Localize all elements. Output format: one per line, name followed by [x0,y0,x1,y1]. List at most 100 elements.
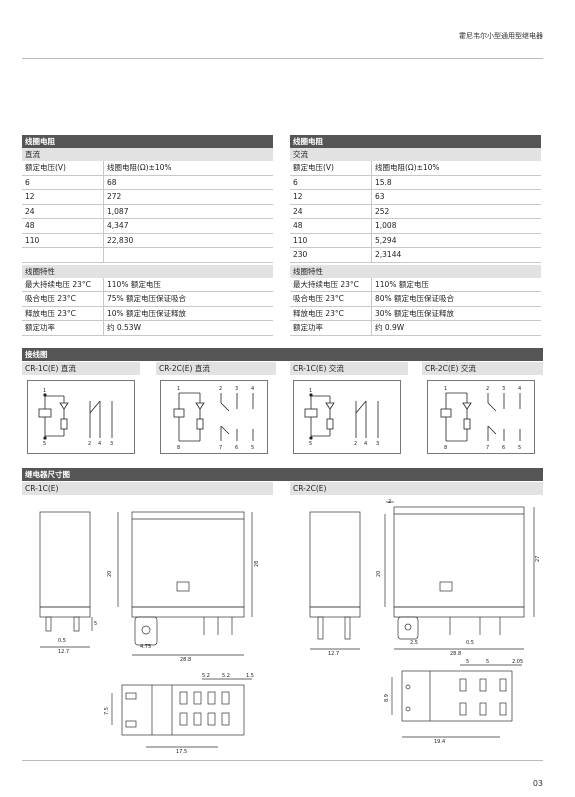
cell: 额定功率 [22,321,104,335]
cell: 110 [290,233,372,247]
dims-drawing-cr2c: 2 20 27 12.7 2.5 0.5 28.8 5 5 2.05 8.9 1… [309,499,541,745]
bottom-rule [22,760,543,761]
cell: 6 [22,175,104,189]
svg-text:7: 7 [486,445,489,451]
table-row: 额定功率约 0.53W [22,321,273,336]
svg-text:7: 7 [219,445,222,451]
cell: 272 [107,192,122,201]
cell: 110% 额定电压 [107,279,161,289]
cell: 24 [290,204,372,218]
dim-label: 7.5 [104,707,110,715]
cell: 6 [290,175,372,189]
cell: 48 [290,219,372,233]
dim-label: 5 [486,659,489,665]
svg-text:1: 1 [309,388,312,394]
cell: 230 [290,248,372,262]
dim-label: 28 [254,561,260,567]
cell: 68 [107,177,117,187]
cell: 12 [290,190,372,204]
dim-label: 12.7 [58,649,69,655]
dim-label: 8.9 [384,694,390,702]
ac-col2: 线圈电阻(Ω)±10% [375,163,440,172]
dim-label: 4.75 [140,644,151,650]
cell: 15.8 [375,177,392,187]
svg-text:1: 1 [444,386,447,392]
cell: 63 [375,192,385,201]
dim-label: 2.5 [410,640,418,646]
wiring-diagram-cr1c-dc: 1 5 2 4 3 [27,380,135,454]
page-number: 03 [532,779,543,788]
ac-header-row: 额定电压(V)线圈电阻(Ω)±10% [290,161,541,176]
svg-text:6: 6 [235,445,238,451]
dc-table-title: 线圈电阻 [22,135,273,148]
cell: 75% 额定电压保证吸合 [107,294,187,303]
dim-label: 28.8 [450,651,461,657]
cell: 吸合电压 23°C [22,292,104,306]
dim-label: 19.4 [434,739,445,745]
cell: 释放电压 23°C [22,306,104,320]
cell: 1,087 [107,206,129,216]
cell: 80% 额定电压保证吸合 [375,294,455,303]
cell: 48 [22,219,104,233]
svg-text:3: 3 [235,386,238,392]
svg-text:4: 4 [98,441,101,447]
cell: 约 0.53W [107,323,141,332]
svg-text:5: 5 [309,441,312,447]
wiring-svg: 1 5 2 4 3 [38,388,113,447]
dim-label: 5 [94,621,97,627]
top-rule [22,58,543,59]
cell: 最大持续电压 23°C [22,277,104,291]
wiring-label-3: CR-1C(E) 交流 [290,362,408,375]
cell: 2,3144 [375,250,402,259]
wiring-section-title: 接线图 [22,348,543,361]
dim-label: 5 [466,659,469,665]
dc-header-row: 额定电压(V)线圈电阻(Ω)±10% [22,161,273,176]
cell: 约 0.9W [375,323,405,332]
cell: 5,294 [375,235,397,245]
svg-text:6: 6 [502,445,505,451]
svg-text:2: 2 [219,386,222,392]
cell: 252 [375,206,390,216]
dim-label: 5.2 [222,673,230,679]
svg-text:5: 5 [251,445,254,451]
dc-table-subtitle: 直流 [22,148,273,161]
dim-label: 17.5 [176,749,187,755]
cell: 24 [22,204,104,218]
svg-text:8: 8 [177,445,180,451]
svg-text:8: 8 [444,445,447,451]
dims-drawing-cr1c: 20 28 12.7 0.5 5 4.75 28.8 5.2 5.2 1.5 7… [39,511,260,755]
ac-char-title: 线圈特性 [290,264,541,278]
svg-text:4: 4 [251,386,254,392]
svg-text:2: 2 [486,386,489,392]
cell: 110% 额定电压 [375,279,429,289]
svg-text:5: 5 [43,441,46,447]
dim-label: 1.5 [246,673,254,679]
svg-text:2: 2 [88,441,91,447]
cell: 22,830 [107,235,134,245]
cell: 额定功率 [290,321,372,335]
dim-label: 0.5 [466,640,474,646]
wiring-svg: 1 8 2 3 4 7 6 5 [440,386,521,451]
svg-text:3: 3 [110,441,113,447]
dim-label: 28.8 [180,657,191,663]
cell [104,248,273,262]
wiring-diagram-cr1c-ac: 1 5 2 4 3 [293,380,401,454]
dims-section-title: 继电器尺寸图 [22,468,543,481]
ac-col1: 额定电压(V) [290,161,372,175]
svg-text:1: 1 [177,386,180,392]
dc-col1: 额定电压(V) [22,161,104,175]
cell: 4,347 [107,221,129,230]
